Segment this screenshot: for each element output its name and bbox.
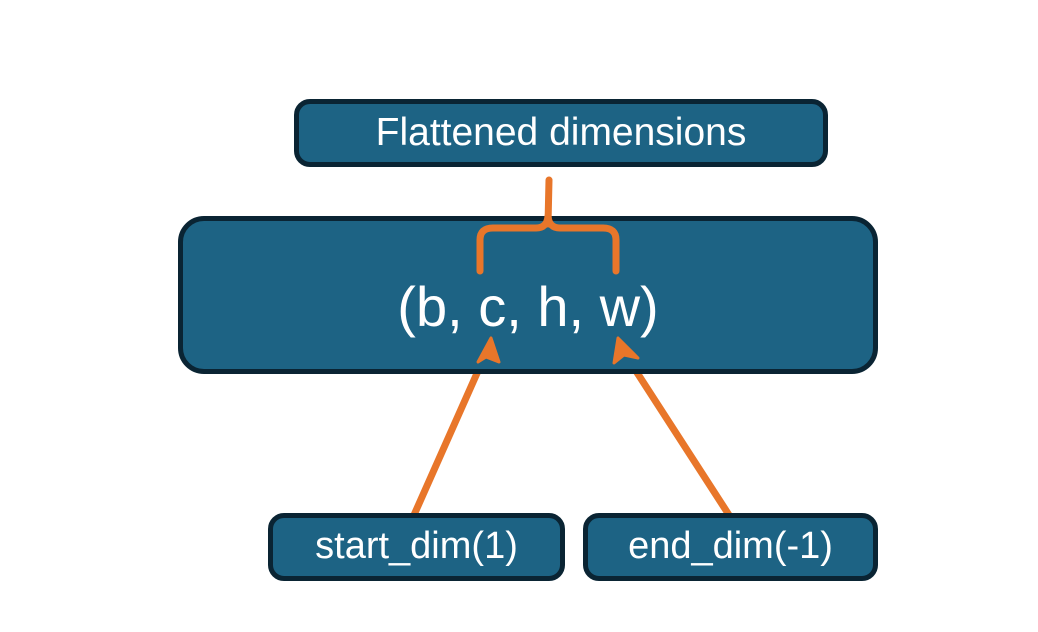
box-start-dim-label: start_dim(1) (315, 525, 518, 568)
box-tensor-shape-label: (b, c, h, w) (397, 274, 659, 338)
box-start-dim[interactable]: start_dim(1) (268, 513, 565, 581)
box-tensor-shape[interactable]: (b, c, h, w) (178, 216, 878, 374)
box-end-dim-label: end_dim(-1) (628, 525, 833, 568)
box-flattened-dimensions[interactable]: Flattened dimensions (294, 99, 828, 167)
box-flattened-dimensions-label: Flattened dimensions (375, 110, 747, 154)
box-end-dim[interactable]: end_dim(-1) (583, 513, 878, 581)
